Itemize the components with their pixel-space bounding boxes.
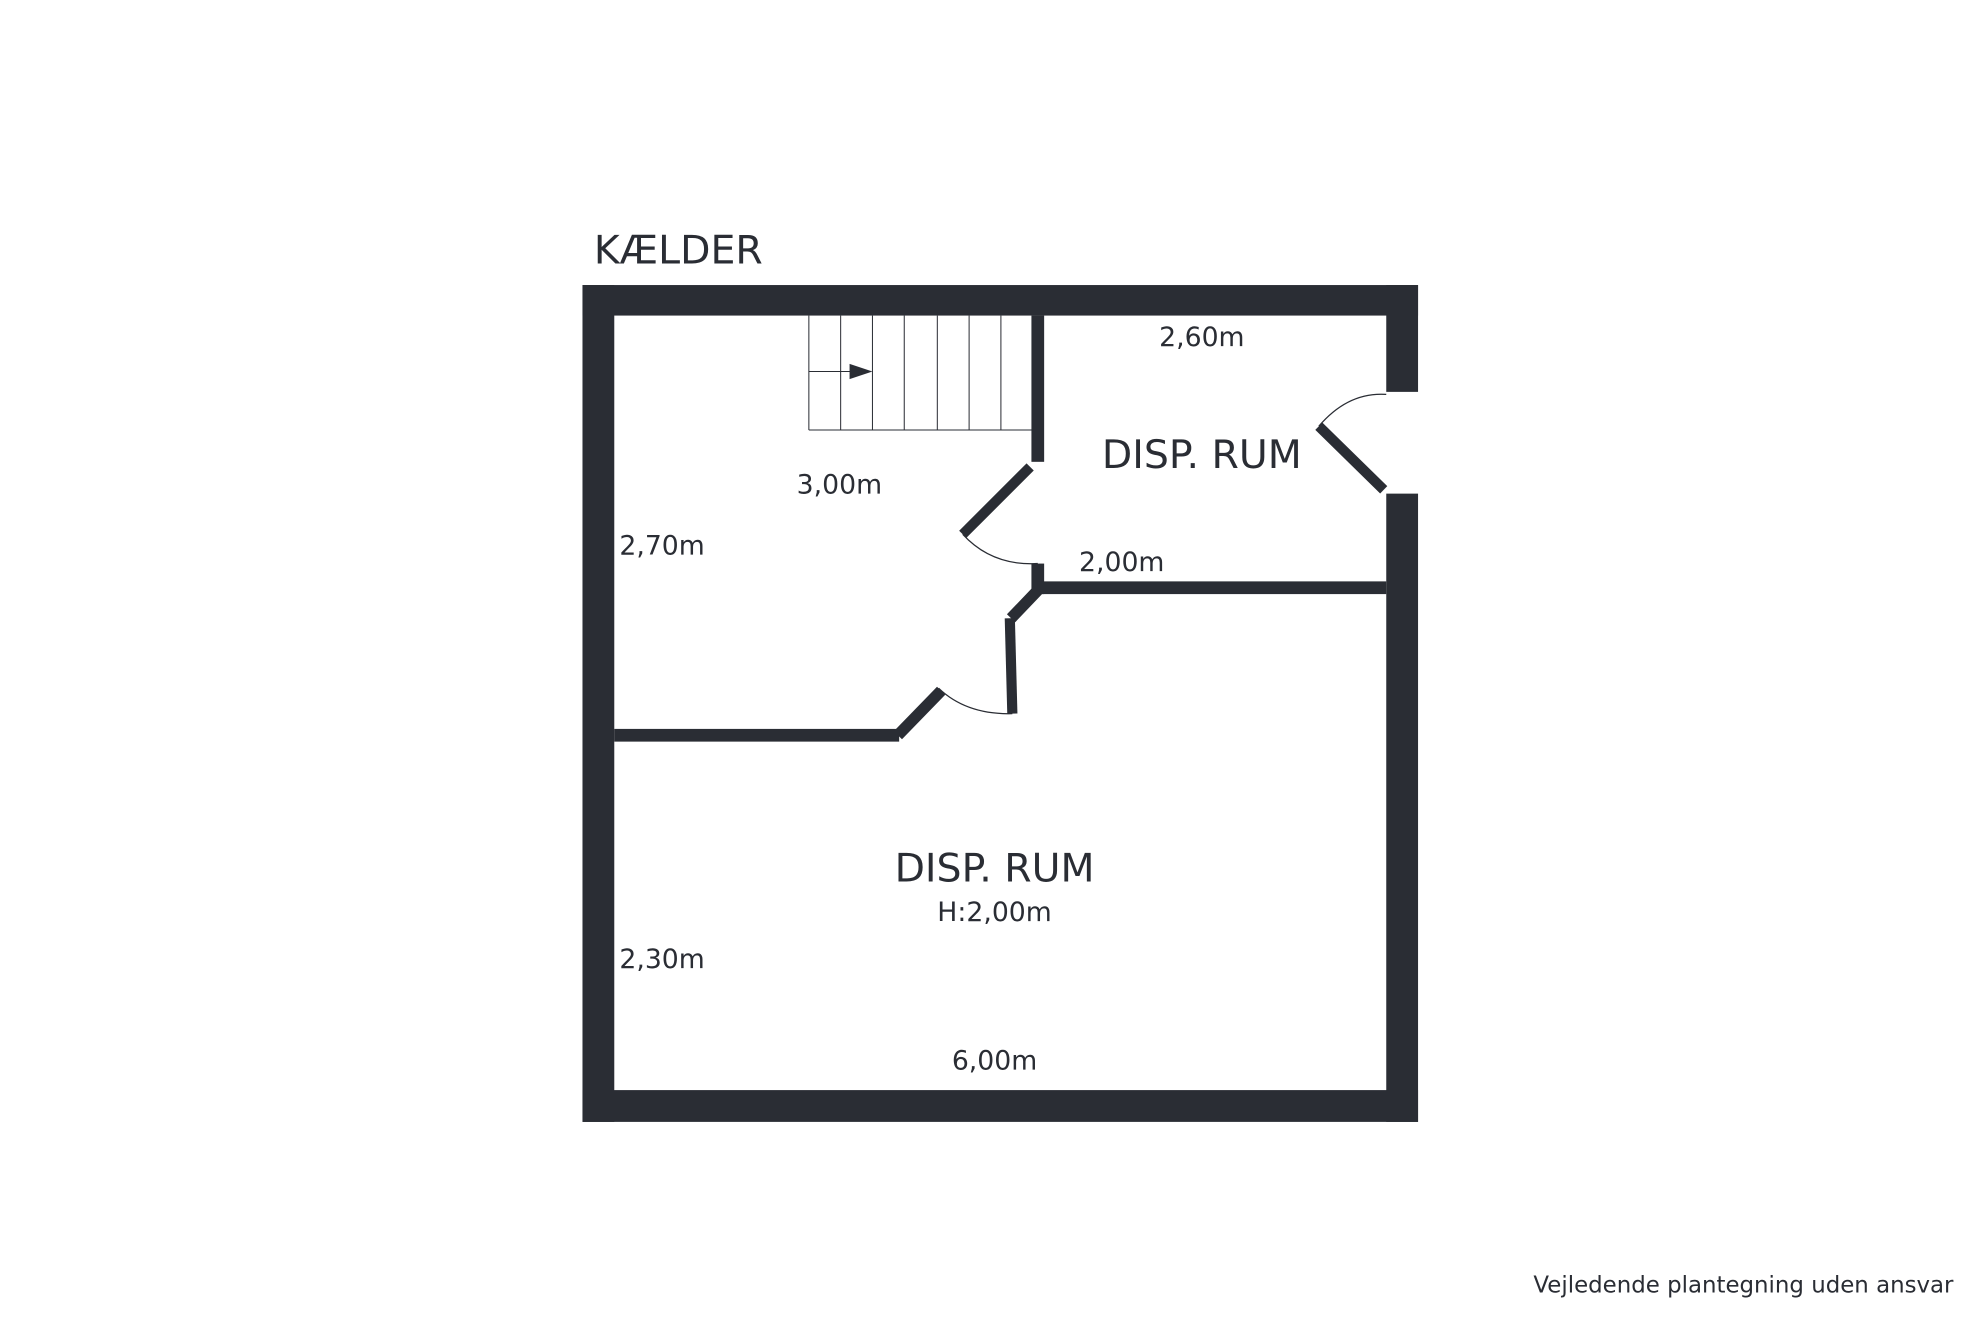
door-swing-large-room (938, 687, 1013, 715)
room-label-small: DISP. RUM (1102, 432, 1302, 478)
dim-small-depth: 2,00m (1079, 547, 1164, 578)
interior-wall-lower (614, 728, 900, 742)
outer-wall-right-upper (1386, 285, 1419, 392)
wall-diagonal (1006, 586, 1042, 623)
outer-wall-left (582, 285, 615, 1122)
floor-title: KÆLDER (594, 227, 763, 273)
room-label-large: DISP. RUM (895, 846, 1095, 892)
dim-stair-depth: 2,70m (619, 531, 704, 562)
dim-small-width: 2,60m (1159, 322, 1244, 353)
dim-large-width: 6,00m (952, 1046, 1037, 1077)
door-leaf-small-room (959, 463, 1034, 538)
door-leaf-large-room (893, 686, 946, 740)
door-leaf-outer (1315, 422, 1388, 494)
interior-wall-horizontal (1037, 581, 1387, 595)
doors (893, 393, 1388, 740)
room-height-large: H:2,00m (937, 897, 1051, 928)
dim-stair-width: 3,00m (797, 470, 882, 501)
stair-arrow-head (849, 363, 873, 380)
outer-wall-right-lower (1386, 493, 1419, 1122)
door-swing-outer (1318, 393, 1387, 427)
door-swing-small-room (962, 533, 1038, 565)
walls (582, 285, 1419, 1122)
interior-wall-stair (1031, 315, 1045, 462)
outer-wall-bottom (582, 1090, 1419, 1122)
wall-angled (1004, 618, 1018, 714)
dim-large-depth: 2,30m (619, 944, 704, 975)
disclaimer: Vejledende plantegning uden ansvar (1533, 1272, 1954, 1298)
outer-wall-top (582, 285, 1419, 316)
staircase (808, 315, 1033, 431)
